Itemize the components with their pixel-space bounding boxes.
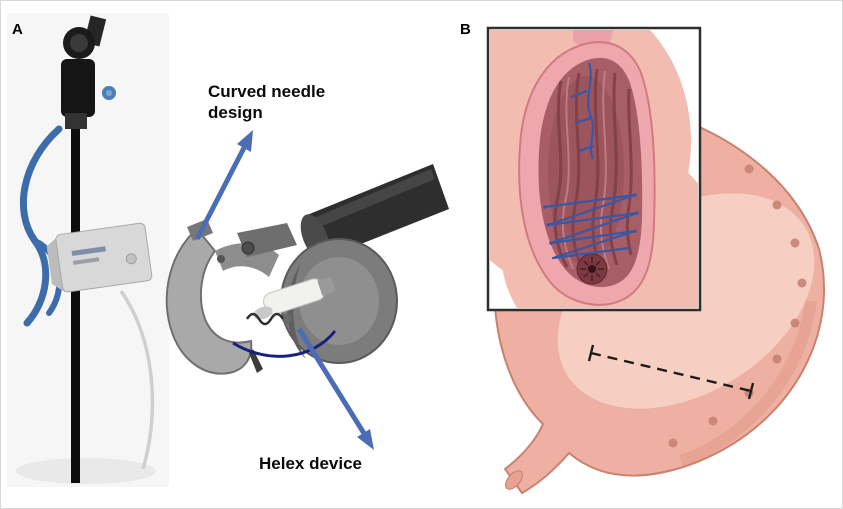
helex-device-annotation: Helex device bbox=[259, 454, 363, 473]
curved-needle-annotation: Curved needle design bbox=[208, 82, 326, 123]
pylorus bbox=[576, 253, 608, 285]
endoscope-illustration bbox=[7, 13, 169, 487]
arrow-curved-needle bbox=[194, 130, 253, 241]
endoscope-control-body bbox=[61, 15, 116, 129]
suture-stitches bbox=[544, 62, 639, 260]
curved-needle-path bbox=[232, 330, 337, 358]
endoscope-clamp-device bbox=[46, 222, 153, 293]
dashed-line bbox=[587, 344, 755, 400]
suturing-device-illustration bbox=[165, 164, 449, 375]
helix-coil bbox=[245, 312, 285, 326]
inset-cutaway bbox=[486, 26, 702, 312]
needle-tip bbox=[249, 349, 263, 373]
suture-knots bbox=[543, 193, 639, 245]
arrow-helex-device bbox=[296, 327, 374, 450]
panel-a-label: A bbox=[12, 21, 23, 38]
suture-cartridge bbox=[263, 276, 336, 315]
panel-b-label: B bbox=[460, 21, 471, 38]
